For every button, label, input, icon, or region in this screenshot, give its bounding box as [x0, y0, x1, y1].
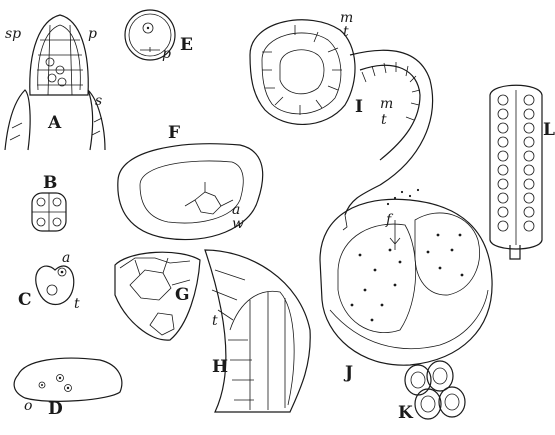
- label-F-w: w: [232, 216, 244, 232]
- figure-C: a t C: [18, 250, 80, 312]
- label-D-o: o: [24, 398, 32, 414]
- label-I-m: m: [380, 96, 393, 112]
- label-D: D: [48, 399, 63, 419]
- label-A-s: s: [95, 93, 102, 109]
- figure-K: K: [398, 361, 465, 423]
- label-A-sp: sp: [5, 26, 21, 42]
- figure-G: G: [115, 252, 200, 340]
- label-F: F: [168, 123, 180, 143]
- label-I: I: [355, 97, 363, 117]
- label-J-f: f: [385, 212, 394, 228]
- figure-E: p E: [125, 10, 193, 62]
- label-H-t: t: [212, 313, 218, 329]
- label-A: A: [47, 113, 62, 133]
- figure-L: L: [490, 85, 555, 259]
- label-I-t-top: t: [343, 24, 349, 40]
- label-B: B: [43, 173, 57, 193]
- label-E: E: [180, 35, 193, 55]
- label-G: G: [175, 285, 190, 305]
- label-C-t: t: [74, 296, 80, 312]
- figure-I: m t I m t: [250, 10, 433, 230]
- label-C-a: a: [62, 250, 70, 266]
- figure-B: B: [32, 173, 66, 231]
- figure-D: o D: [14, 358, 122, 419]
- label-H: H: [212, 357, 228, 377]
- label-J: J: [343, 363, 353, 383]
- figure-H: t H: [205, 250, 310, 412]
- label-K: K: [398, 403, 414, 423]
- figure-F: F a w: [118, 123, 263, 240]
- label-I-t: t: [381, 112, 387, 128]
- figure-A: sp p s A: [5, 15, 105, 150]
- label-C: C: [18, 290, 32, 310]
- label-E-p: p: [162, 46, 171, 62]
- label-A-p: p: [88, 26, 97, 42]
- label-L: L: [543, 120, 555, 140]
